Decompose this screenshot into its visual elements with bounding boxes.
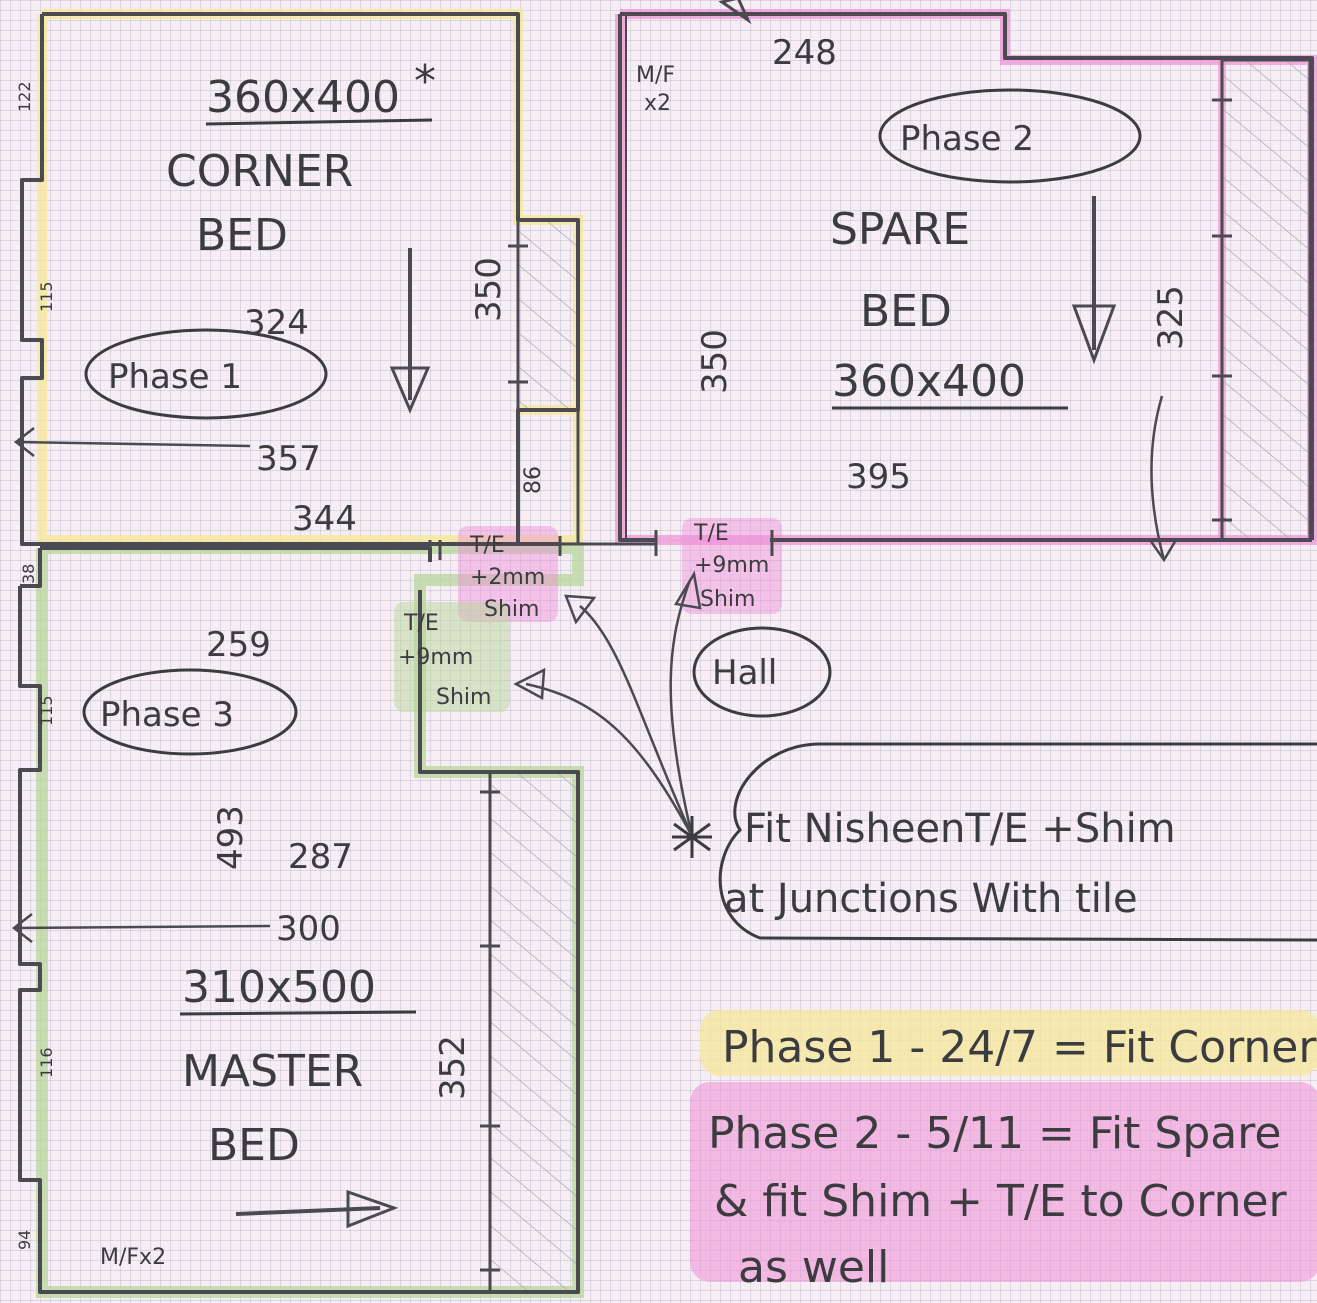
- corner-bed-phase: Phase 1: [108, 357, 242, 397]
- note-phase2-line1: Phase 2 - 5/11 = Fit Spare: [708, 1108, 1281, 1159]
- underlines: [179, 118, 1068, 1016]
- note-phase2-line3: as well: [738, 1242, 889, 1293]
- spare-bed-dim-325: 325: [1151, 285, 1191, 350]
- corner-bed-dim-344: 344: [292, 499, 357, 539]
- note-phase2-line2: & fit Shim + T/E to Corner: [714, 1176, 1288, 1227]
- direction-arrows: [11, 0, 1178, 1229]
- corner-bed-dim-115: 115: [37, 281, 56, 312]
- master-bed-dim-116: 116: [37, 1047, 56, 1078]
- corner-bed: 360x400 * CORNER BED 324 350 357 344 122…: [15, 56, 546, 539]
- phase-bubbles: [82, 88, 1142, 756]
- corner-bed-dim-324: 324: [244, 303, 309, 343]
- master-bed-name-line1: MASTER: [182, 1046, 363, 1097]
- spare-bed: 248 M/F x2 Phase 2 SPARE BED 350 325 360…: [636, 33, 1191, 497]
- master-bed-name-line2: BED: [208, 1120, 300, 1171]
- callout: Fit NisheenT/E +Shim at Junctions With t…: [724, 806, 1176, 922]
- spare-bed-name-line2: BED: [860, 286, 952, 337]
- walls: [18, 12, 1314, 1294]
- master-bed-dim-287: 287: [288, 837, 353, 877]
- spare-bed-dim-395: 395: [846, 457, 911, 497]
- hall-bubble: [692, 626, 832, 718]
- junction-2-line1: T/E: [693, 521, 729, 546]
- master-bed-dim-115: 115: [37, 695, 56, 726]
- master-bed-dim-94: 94: [15, 1230, 34, 1250]
- dim-357-arrow: [13, 427, 251, 457]
- spare-bed-mf: M/F: [636, 63, 675, 88]
- master-bed-dim-259: 259: [206, 625, 271, 665]
- corner-bed-name-line2: BED: [196, 210, 288, 261]
- junction-1-line2: +2mm: [470, 565, 545, 590]
- master-bed-dim-493: 493: [211, 805, 251, 870]
- spare-bed-size: 360x400: [832, 356, 1026, 407]
- phase3-bubble: [82, 668, 298, 756]
- junction-2-line3: Shim: [700, 587, 755, 612]
- corner-bed-dim-122: 122: [15, 81, 34, 112]
- junction-3-highlight: [394, 602, 510, 712]
- spare-bed-dim-248: 248: [772, 33, 837, 73]
- callout-asterisk: [672, 816, 712, 858]
- dim-300-arrow: [11, 913, 271, 943]
- spare-bed-phase: Phase 2: [900, 119, 1034, 159]
- junction-1-highlight: [458, 526, 558, 622]
- master-bed: 38 259 Phase 3 115 493 287 300 310x500 M…: [15, 564, 473, 1270]
- spare-bed-door-arrow: [718, 0, 752, 25]
- junction-3-line3: Shim: [436, 685, 491, 710]
- hall-label: Hall: [712, 653, 777, 693]
- spare-bed-long-arrow: [1148, 395, 1178, 563]
- corner-bed-dim-86: 86: [521, 466, 546, 494]
- phase2-bubble: [878, 88, 1142, 184]
- corner-bed-size: 360x400: [206, 72, 400, 123]
- callout-bubble: [718, 742, 1317, 942]
- note-phase1-highlight: [700, 1010, 1317, 1076]
- room-highlights: [36, 9, 1317, 1298]
- spare-bed-mf-count: x2: [644, 91, 671, 116]
- note-phase2-highlight: [690, 1082, 1317, 1282]
- phase1-bubble: [84, 328, 328, 420]
- callout-leaders: [513, 570, 702, 837]
- master-bed-size: 310x500: [182, 962, 376, 1013]
- master-bed-dim-352: 352: [433, 1035, 473, 1100]
- corner-bed-dim-350: 350: [469, 257, 509, 322]
- master-bed-direction-arrow: [235, 1206, 381, 1216]
- junction-3-line1: T/E: [403, 611, 439, 636]
- callout-line1: Fit NisheenT/E +Shim: [744, 806, 1176, 852]
- junction-1-line1: T/E: [469, 533, 505, 558]
- spare-bed-walls: [618, 12, 1314, 542]
- master-bed-dim-38: 38: [19, 564, 38, 584]
- master-bed-wardrobe: [488, 770, 580, 1294]
- master-bed-phase: Phase 3: [100, 695, 234, 735]
- master-bed-dim-300: 300: [276, 909, 341, 949]
- spare-bed-name-line1: SPARE: [830, 204, 970, 255]
- wardrobe-ticks: [480, 98, 1232, 1272]
- junction-2-highlight: [682, 518, 782, 614]
- corner-bed-asterisk: *: [414, 56, 436, 107]
- spare-bed-wardrobe: [1220, 58, 1312, 542]
- junction-3-line2: +9mm: [398, 645, 473, 670]
- junction-2-line2: +9mm: [694, 553, 769, 578]
- note-phase1: Phase 1 - 24/7 = Fit Corner: [722, 1022, 1317, 1073]
- spare-bed-dim-350: 350: [695, 329, 735, 394]
- junction-1-line3: Shim: [484, 597, 539, 622]
- wardrobes: [488, 58, 1312, 1294]
- corner-bed-dim-357: 357: [256, 439, 321, 479]
- corner-bed-walls: [20, 12, 580, 546]
- callout-line2: at Junctions With tile: [724, 876, 1138, 922]
- phase-notes: Phase 1 - 24/7 = Fit Corner Phase 2 - 5/…: [708, 1022, 1317, 1293]
- junction-notes: T/E +2mm Shim T/E +9mm Shim T/E +9mm Shi…: [398, 521, 769, 710]
- corner-bed-name-line1: CORNER: [166, 146, 353, 197]
- master-bed-mf: M/Fx2: [100, 1245, 166, 1270]
